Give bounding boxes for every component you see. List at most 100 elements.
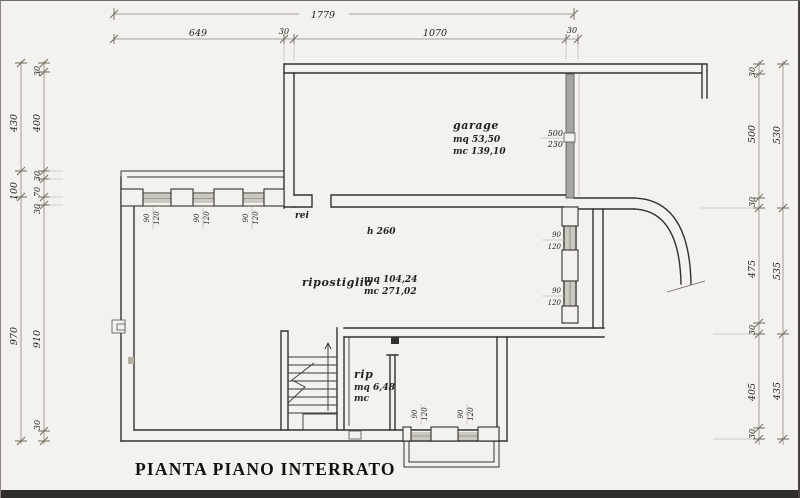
window-label: 90 120 bbox=[542, 231, 565, 251]
svg-text:90: 90 bbox=[457, 409, 465, 418]
rip-mq: mq 6,48 bbox=[354, 383, 396, 393]
drawing-title: PIANTA PIANO INTERRATO bbox=[135, 459, 396, 479]
dim-right-inner-500: 500 bbox=[747, 125, 758, 143]
stair-right-wall bbox=[336, 327, 345, 431]
dim-left-inner-910: 910 bbox=[32, 330, 43, 348]
shaft-outer-wall bbox=[592, 208, 604, 329]
lower-right-wall bbox=[496, 336, 508, 442]
dim-left-inner-30c: 30 bbox=[33, 204, 42, 214]
dim-left-outer-100: 100 bbox=[9, 182, 20, 200]
dim-right-inner-30a: 30 bbox=[748, 67, 757, 77]
dim-left-outer-970: 970 bbox=[9, 327, 20, 345]
dimension-left: 430 100 970 30 400 30 70 30 910 30 bbox=[9, 58, 63, 446]
window-label: 90 120 bbox=[193, 207, 211, 229]
window-label: 90 120 bbox=[143, 207, 161, 229]
garage-left-wall bbox=[283, 63, 295, 209]
window-pier bbox=[263, 188, 285, 207]
garage-door-height: 230 bbox=[547, 140, 563, 149]
window-label: 90 120 bbox=[411, 404, 429, 425]
window-pier bbox=[477, 426, 500, 442]
dim-right-inner-405: 405 bbox=[747, 383, 758, 402]
window-pier bbox=[120, 188, 144, 207]
ramp-wall-straight bbox=[573, 197, 635, 210]
light-well bbox=[403, 441, 500, 468]
garage-label: garage bbox=[453, 119, 499, 132]
garage-top-wall bbox=[283, 63, 708, 99]
window-label: 90 120 bbox=[457, 404, 475, 425]
stair-direction-arrow bbox=[324, 341, 332, 411]
svg-text:90: 90 bbox=[193, 213, 201, 222]
svg-text:90: 90 bbox=[242, 213, 250, 222]
window-pier bbox=[213, 188, 244, 207]
height-note: h 260 bbox=[367, 227, 396, 237]
svg-text:120: 120 bbox=[548, 299, 562, 307]
svg-text:90: 90 bbox=[143, 213, 151, 222]
window-pier bbox=[402, 426, 412, 442]
rei-door-jamb bbox=[293, 194, 313, 208]
right-window-band: 90 120 90 120 bbox=[542, 206, 579, 324]
dim-right-outer-535: 535 bbox=[772, 262, 783, 280]
window-pier bbox=[430, 426, 459, 442]
svg-text:120: 120 bbox=[252, 211, 260, 225]
bottom-window-band: 90 120 90 120 bbox=[402, 404, 500, 442]
window-pier bbox=[561, 249, 579, 282]
dim-top-seg-649: 649 bbox=[189, 28, 207, 39]
svg-text:90: 90 bbox=[411, 409, 419, 418]
svg-text:120: 120 bbox=[467, 407, 475, 421]
ripostiglio-label: ripostiglio bbox=[302, 276, 372, 289]
dim-right-outer-530: 530 bbox=[772, 126, 783, 144]
window-label: 90 120 bbox=[242, 207, 260, 229]
ripostiglio-mq: mq 104,24 bbox=[364, 275, 417, 285]
garage-mc: mc 139,10 bbox=[453, 147, 506, 157]
scan-edge-bottom bbox=[1, 490, 800, 498]
ramp-wall-end-mark bbox=[666, 280, 706, 293]
window-pier bbox=[561, 305, 579, 324]
dim-top-seg-30b: 30 bbox=[567, 26, 577, 35]
dim-left-inner-400: 400 bbox=[32, 114, 43, 133]
svg-text:120: 120 bbox=[548, 243, 562, 251]
walls bbox=[111, 63, 708, 468]
svg-text:120: 120 bbox=[203, 211, 211, 225]
rip-label: rip bbox=[354, 368, 373, 381]
wall-pier bbox=[391, 337, 399, 344]
stair-break-line bbox=[287, 362, 315, 404]
dim-left-inner-30a: 30 bbox=[33, 66, 42, 76]
dim-top-seg-1070: 1070 bbox=[423, 28, 447, 39]
left-wall bbox=[120, 176, 135, 442]
rip-mc: mc bbox=[354, 394, 370, 404]
rip-top-wall bbox=[343, 327, 605, 338]
dim-left-outer-430: 430 bbox=[9, 114, 20, 133]
svg-text:90: 90 bbox=[552, 287, 561, 295]
air-gap-outer-wall bbox=[120, 170, 284, 178]
dim-left-inner-30b: 30 bbox=[33, 171, 42, 181]
garage-door-marker bbox=[563, 132, 576, 143]
dimension-right: 30 500 30 475 30 405 30 530 535 435 bbox=[701, 59, 789, 445]
svg-text:90: 90 bbox=[552, 231, 561, 239]
svg-text:120: 120 bbox=[153, 211, 161, 225]
dim-left-inner-30d: 30 bbox=[33, 420, 42, 430]
dimension-top: 1779 649 30 1070 30 bbox=[109, 8, 583, 61]
svg-text:120: 120 bbox=[421, 407, 429, 421]
window-pier bbox=[561, 206, 579, 227]
room-labels: garage mq 53,50 mc 139,10 h 260 ripostig… bbox=[295, 119, 506, 404]
garage-door: 500 230 bbox=[540, 73, 580, 199]
dim-top-total: 1779 bbox=[311, 10, 335, 21]
dim-right-inner-475: 475 bbox=[747, 260, 758, 279]
top-window-band: 90 120 90 120 90 120 bbox=[120, 188, 285, 229]
rip-right-wall bbox=[386, 354, 399, 431]
bottom-wall-vent bbox=[348, 430, 362, 440]
dim-right-outer-435: 435 bbox=[772, 382, 783, 401]
ripostiglio-mc: mc 271,02 bbox=[364, 287, 417, 297]
wall-vent-box-inner bbox=[116, 323, 126, 331]
dim-left-inner-70: 70 bbox=[33, 187, 42, 197]
window-label: 90 120 bbox=[542, 287, 565, 307]
dim-top-seg-30a: 30 bbox=[279, 27, 289, 36]
garage-ripostiglio-wall bbox=[330, 194, 567, 208]
scan-edge-right bbox=[798, 1, 800, 498]
stair bbox=[287, 337, 350, 431]
ramp-wall-curve bbox=[633, 197, 692, 285]
dim-right-inner-30b: 30 bbox=[748, 197, 757, 207]
garage-door-width: 500 bbox=[548, 129, 563, 138]
